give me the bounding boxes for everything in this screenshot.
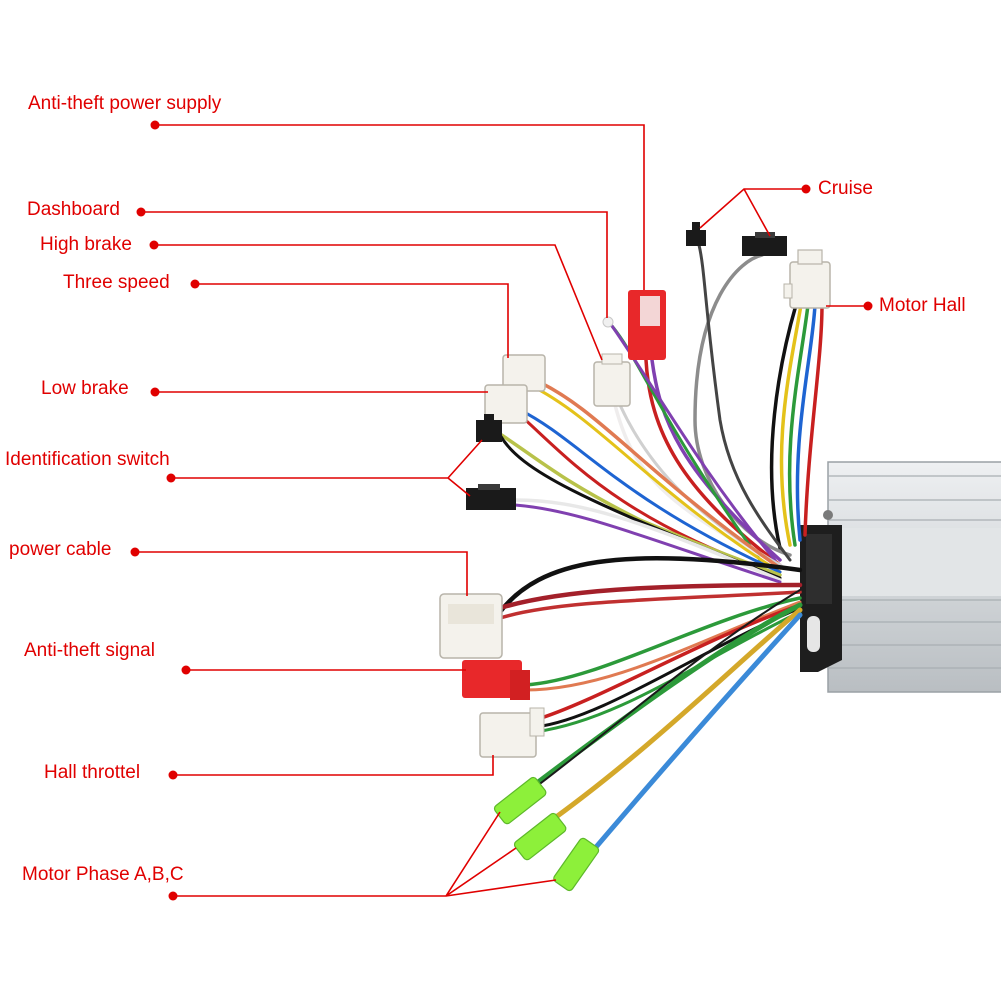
cruise-dot: [801, 184, 811, 194]
label-motor-phase: Motor Phase A,B,C: [22, 864, 184, 885]
high-brake-connector: [593, 353, 631, 407]
controller-bracket: [800, 510, 842, 672]
high-brake-dot: [149, 240, 159, 250]
power-cable-dot: [130, 547, 140, 557]
identification-switch-connector-top: [476, 414, 502, 442]
wire-bundle: [495, 243, 824, 863]
motor-phase-connector-b: [513, 812, 567, 861]
label-anti-theft-signal: Anti-theft signal: [24, 640, 155, 661]
label-hall-throttle: Hall throttel: [44, 762, 141, 783]
motor-phase-connector-c: [553, 837, 600, 892]
label-anti-theft-power-supply: Anti-theft power supply: [28, 93, 222, 114]
callout-lines: [135, 124, 868, 897]
label-motor-hall: Motor Hall: [879, 295, 966, 316]
identification-switch-dot: [166, 473, 176, 483]
label-dashboard: Dashboard: [27, 199, 120, 220]
controller-housing: [827, 461, 1001, 693]
label-power-cable: power cable: [9, 539, 112, 560]
anti-theft-power-supply-dot: [150, 120, 160, 130]
identification-switch-connector-bottom: [466, 484, 516, 510]
label-three-speed: Three speed: [63, 272, 170, 293]
hall-throttle-dot: [168, 770, 178, 780]
anti-theft-power-connector: [628, 290, 666, 360]
label-high-brake: High brake: [40, 234, 132, 255]
cruise-connector-left: [686, 222, 706, 246]
dashboard-dot: [136, 207, 146, 217]
motor-phase-dot: [168, 891, 178, 901]
label-cruise: Cruise: [818, 178, 873, 199]
low-brake-dot: [150, 387, 160, 397]
motor-phase-connector-a: [493, 776, 547, 825]
three-speed-dot: [190, 279, 200, 289]
motor-hall-dot: [863, 301, 873, 311]
label-low-brake: Low brake: [41, 378, 129, 399]
motor-hall-connector: [783, 249, 831, 309]
cruise-connector-right: [742, 232, 787, 256]
anti-theft-signal-connector: [462, 660, 530, 700]
anti-theft-signal-dot: [181, 665, 191, 675]
label-identification-switch: Identification switch: [5, 449, 170, 470]
callout-dots: [130, 120, 873, 901]
low-brake-connector: [484, 384, 528, 424]
power-cable-connector: [439, 593, 503, 659]
hall-throttle-connector: [479, 707, 545, 758]
dashboard-wire-tip: [602, 316, 614, 328]
